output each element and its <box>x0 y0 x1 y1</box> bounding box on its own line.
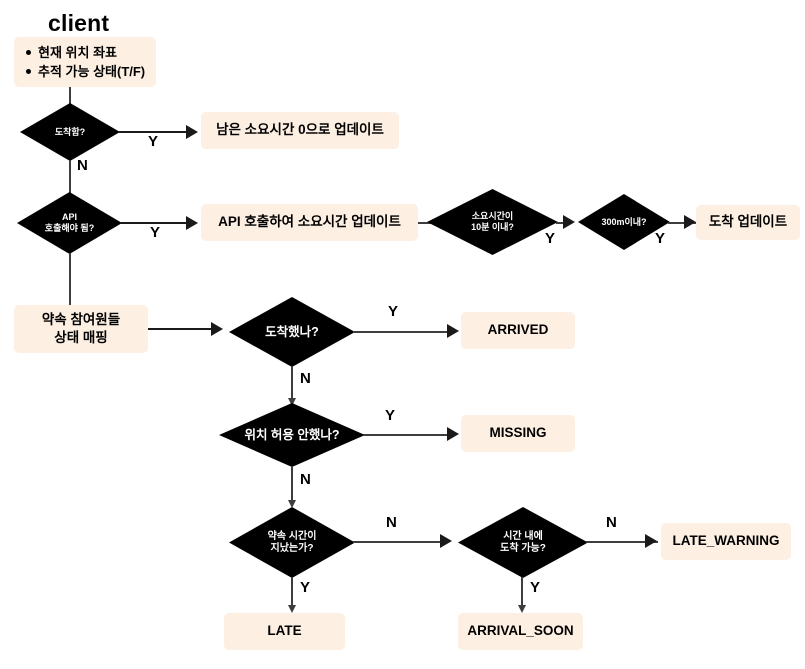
edge-d7-yes <box>291 577 293 609</box>
arrowhead-d2-yes <box>186 216 198 230</box>
edge-d1-no <box>69 160 71 193</box>
edge-label-d7-no: N <box>386 514 397 531</box>
edge-d6-no <box>291 466 293 504</box>
input-bullet-item: 현재 위치 좌표 <box>24 43 145 63</box>
edge-label-d5-yes: Y <box>388 303 399 320</box>
edge-d8-no <box>586 541 658 543</box>
edge-d4-yes <box>668 222 696 224</box>
node-input-note: 현재 위치 좌표 추적 가능 상태(T/F) <box>14 37 156 87</box>
diamond-shape <box>427 189 558 255</box>
decision-within-300m[interactable]: 300m이내? <box>578 194 670 250</box>
arrowhead-d6-yes <box>447 427 459 441</box>
decision-eta-within-10min[interactable]: 소요시간이 10분 이내? <box>427 189 558 255</box>
node-update-arrival: 도착 업데이트 <box>696 205 800 240</box>
input-bullet-list: 현재 위치 좌표 추적 가능 상태(T/F) <box>24 43 145 82</box>
diamond-shape <box>229 297 355 367</box>
node-map-member-states: 약속 참여원들 상태 매핑 <box>14 305 148 353</box>
node-call-api-update-eta: API 호출하여 소요시간 업데이트 <box>201 204 418 241</box>
edge-label-d8-no: N <box>606 514 617 531</box>
state-missing: MISSING <box>461 415 575 452</box>
page-title: client <box>48 10 110 36</box>
edge-p2-to-d3 <box>418 222 438 224</box>
edge-label-d6-no: N <box>300 471 311 488</box>
edge-d2-to-p4 <box>69 253 71 307</box>
diamond-shape <box>20 103 120 161</box>
edge-d7-no <box>353 541 445 543</box>
edge-d8-yes <box>521 577 523 609</box>
decision-arrived-now[interactable]: 도착함? <box>20 103 120 161</box>
edge-label-d6-yes: Y <box>385 407 396 424</box>
edge-p4-to-d5 <box>148 328 213 331</box>
edge-d1-yes <box>118 131 188 134</box>
decision-has-arrived[interactable]: 도착했나? <box>229 297 355 367</box>
state-late-warning: LATE_WARNING <box>661 523 791 560</box>
arrowhead-d7-yes <box>287 605 296 613</box>
node-update-remaining-time-zero: 남은 소요시간 0으로 업데이트 <box>201 112 399 149</box>
edge-d2-yes <box>120 222 188 225</box>
decision-should-call-api[interactable]: API 호출해야 됨? <box>17 192 122 254</box>
edge-label-d4-yes: Y <box>655 230 666 247</box>
edge-label-d8-yes: Y <box>530 579 541 596</box>
arrowhead-d3-yes <box>563 215 575 229</box>
decision-can-arrive-in-time[interactable]: 시간 내에 도착 가능? <box>458 507 588 578</box>
input-bullet-item: 추적 가능 상태(T/F) <box>24 62 145 82</box>
decision-appointment-time-passed[interactable]: 약속 시간이 지났는가? <box>229 507 355 578</box>
edge-d5-no <box>291 366 293 402</box>
arrowhead-d5-yes <box>447 324 459 338</box>
state-late: LATE <box>224 613 345 650</box>
edge-label-d2-yes: Y <box>150 224 161 241</box>
state-arrival-soon: ARRIVAL_SOON <box>458 613 583 650</box>
edge-label-d1-no: N <box>77 157 88 174</box>
edge-label-d5-no: N <box>300 370 311 387</box>
arrowhead-d5-no <box>287 398 296 406</box>
arrowhead-d8-yes <box>517 605 526 613</box>
edge-d5-yes <box>353 331 453 333</box>
edge-label-d1-yes: Y <box>148 133 159 150</box>
arrowhead-d4-yes <box>684 215 696 229</box>
arrowhead-d1-yes <box>186 125 198 139</box>
diamond-shape <box>219 403 365 467</box>
diamond-shape <box>17 192 122 254</box>
diamond-shape <box>229 507 355 578</box>
arrowhead-p4-to-d5 <box>211 322 223 336</box>
arrowhead-d7-no <box>440 534 452 548</box>
arrowhead-d8-no <box>645 534 657 548</box>
decision-location-not-allowed[interactable]: 위치 허용 안했나? <box>219 403 365 467</box>
edge-d6-yes <box>363 434 453 436</box>
edge-label-d7-yes: Y <box>300 579 311 596</box>
edge-label-d3-yes: Y <box>545 230 556 247</box>
diamond-shape <box>458 507 588 578</box>
arrowhead-d6-no <box>287 500 296 508</box>
state-arrived: ARRIVED <box>461 312 575 349</box>
edge-input-to-d1 <box>69 87 71 105</box>
